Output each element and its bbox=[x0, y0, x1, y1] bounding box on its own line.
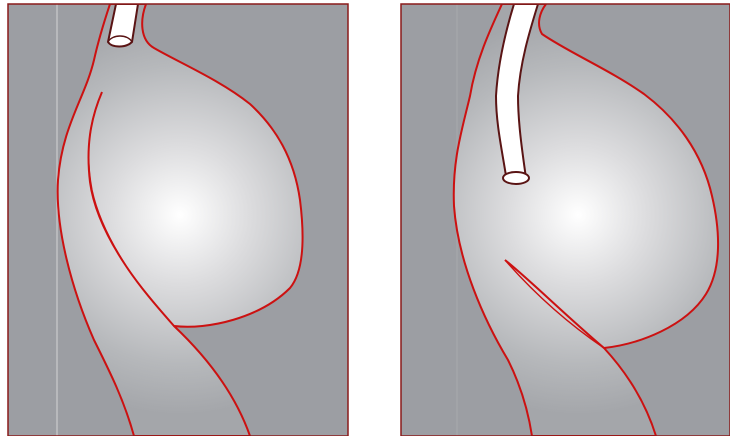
right-inserted-tube-opening bbox=[503, 172, 529, 184]
right-panel bbox=[401, 4, 730, 436]
left-panel bbox=[8, 4, 348, 436]
